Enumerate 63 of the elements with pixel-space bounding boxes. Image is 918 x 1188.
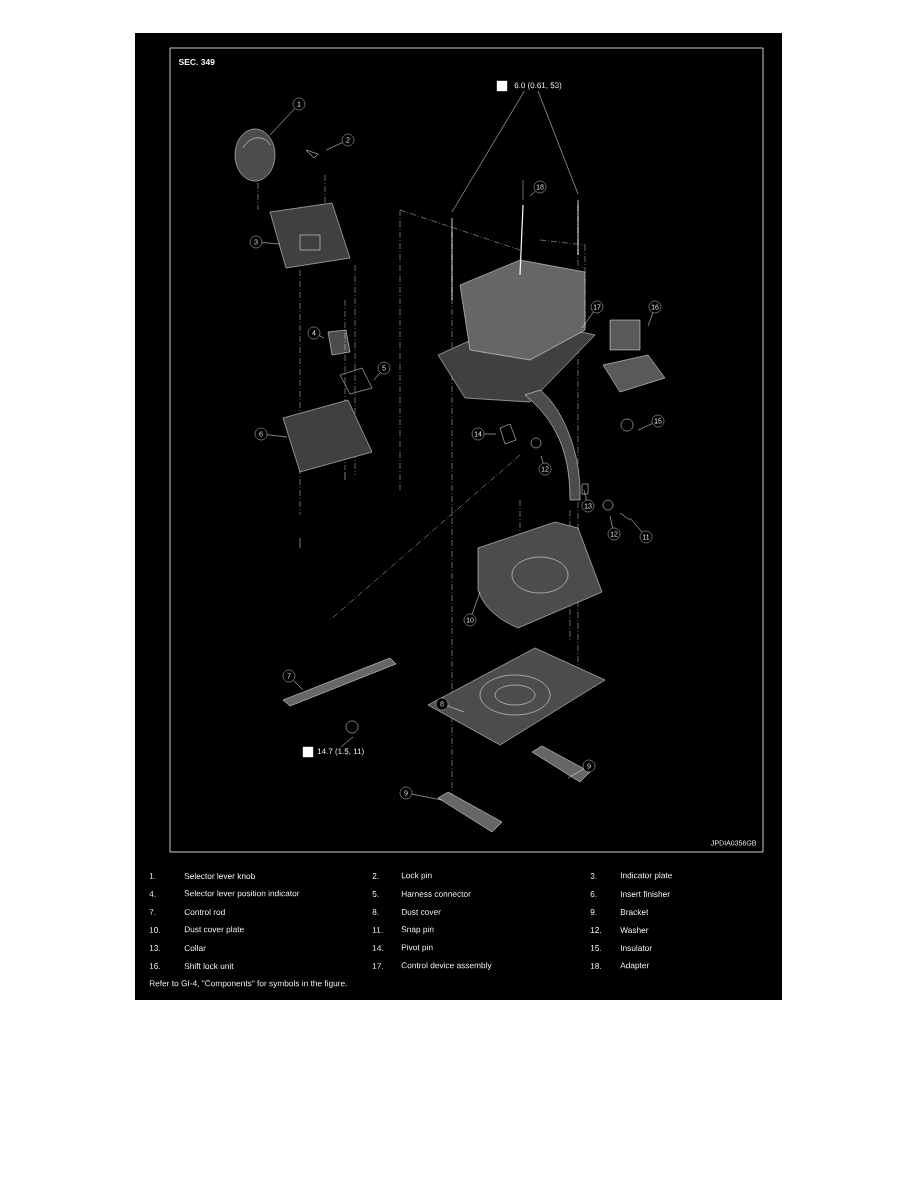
leader-line [471, 591, 481, 615]
legend-text: 1. [149, 873, 156, 879]
legend-text: 5. [372, 891, 379, 897]
legend-text: Pivot pin [401, 944, 433, 952]
legend-text: 9. [590, 909, 597, 915]
legend-text: Dust cover plate [184, 926, 244, 934]
legend-text: Insert finisher [621, 890, 670, 898]
leader-line [451, 90, 525, 213]
leader-line [447, 705, 465, 713]
legend-text: 8. [372, 909, 379, 915]
legend-text: Adapter [620, 962, 650, 970]
legend-text: 10. [149, 927, 160, 933]
legend-text: 3. [590, 873, 597, 879]
legend-text: 13. [149, 945, 160, 951]
legend-text: Indicator plate [621, 872, 672, 880]
legend-text: Harness connector [401, 891, 471, 897]
legend-text: Selector lever knob [184, 872, 255, 880]
legend-text: Control device assembly [401, 962, 492, 970]
leader-line [529, 190, 536, 197]
section-label: SEC. 349 [178, 59, 215, 65]
leader-line [411, 793, 443, 801]
legend-text: 16. [149, 963, 160, 969]
legend-text: 18. [590, 963, 601, 969]
legend-text: 12. [590, 927, 601, 933]
leader-line [325, 142, 343, 151]
legend-text: 6. [590, 891, 597, 897]
leader-line [637, 423, 653, 431]
torque-value: 6.0 (0.61, 53) [514, 82, 562, 90]
leader-line [540, 455, 544, 464]
leader-line [609, 515, 613, 529]
legend-text: 14. [372, 945, 383, 951]
leader-line [567, 768, 584, 779]
legend-text: Washer [620, 926, 649, 934]
leader-line [483, 433, 497, 435]
legend-text: Control rod [184, 908, 225, 916]
leader-line [319, 335, 325, 339]
legend-text: 2. [372, 873, 379, 879]
leader-line [261, 242, 281, 245]
leader-line [581, 311, 594, 329]
legend-text: Shift lock unit [184, 962, 234, 970]
legend-text: Dust cover [401, 909, 441, 915]
leader-line [629, 517, 643, 533]
leader-line [293, 680, 304, 691]
legend-text: 17. [372, 963, 383, 969]
leader-line [269, 108, 295, 136]
legend-text: 7. [149, 909, 156, 915]
legend-text: 4. [149, 891, 156, 897]
leader-line [266, 434, 288, 438]
leader-line [537, 90, 579, 195]
legend-text: 11. [372, 927, 383, 933]
note-text: Refer to GI-4, "Components" for symbols in the figure. [149, 980, 347, 988]
leader-line [647, 312, 654, 327]
legend-text: Insulator [621, 944, 652, 952]
legend-text: Collar [184, 944, 206, 952]
torque-value: 14.7 (1.5, 11) [317, 748, 364, 756]
legend-text: Snap pin [401, 926, 434, 934]
legend-text: Lock pin [401, 872, 432, 880]
legend-text: Selector lever position indicator [184, 890, 300, 898]
leader-line [340, 736, 354, 748]
leader-line [373, 372, 381, 381]
legend-text: 15. [590, 945, 601, 951]
legend-text: Bracket [620, 908, 649, 916]
leader-line [583, 489, 587, 501]
